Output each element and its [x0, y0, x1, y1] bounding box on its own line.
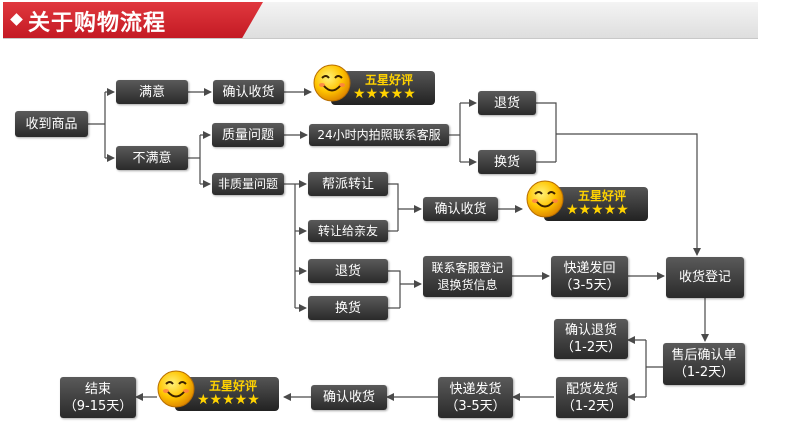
- confirm-return-line-1: 确认退货: [564, 323, 617, 338]
- express-back-line-2: （3-5天）: [559, 277, 620, 293]
- node-receive: 收到商品: [15, 111, 88, 137]
- stars-icon: ★★★★★: [197, 392, 260, 408]
- header-banner: 关于购物流程: [3, 2, 758, 39]
- express-ship-line-2: （3-5天）: [445, 398, 506, 414]
- node-transfer-friend: 转让给亲友: [308, 220, 388, 242]
- node-confirm-return: 确认退货 （1-2天）: [554, 319, 628, 359]
- five-star-badge-bottom: 五星好评 ★★★★★: [157, 370, 279, 414]
- stars-icon: ★★★★★: [566, 202, 629, 218]
- node-photo-contact: 24小时内拍照联系客服: [309, 124, 449, 146]
- node-non-quality: 非质量问题: [212, 173, 284, 195]
- node-satisfied: 满意: [116, 80, 188, 104]
- badge-label: 五星好评: [365, 73, 414, 87]
- register-line-2: 退换货信息: [437, 277, 498, 292]
- node-unsatisfied: 不满意: [116, 146, 188, 170]
- connector: [388, 270, 401, 308]
- aftersale-line-2: （1-2天）: [673, 365, 735, 380]
- node-express-back: 快递发回（3-5天）: [551, 256, 628, 297]
- node-exchange-mid: 换货: [308, 296, 388, 320]
- badge-label: 五星好评: [578, 189, 627, 203]
- connector: [536, 102, 557, 162]
- aftersale-line-1: 售后确认单: [671, 348, 737, 363]
- node-express-ship: 快递发货（3-5天）: [438, 377, 513, 418]
- connector: [388, 183, 399, 231]
- smiley-face-icon: [526, 180, 564, 218]
- node-help-transfer: 帮派转让: [308, 172, 388, 196]
- end-line-1: 结束: [84, 381, 111, 397]
- end-line-2: （9-15天）: [63, 398, 133, 414]
- dispatch-line-1: 配货发货: [565, 381, 618, 397]
- five-star-badge-top: 五星好评 ★★★★★: [313, 64, 435, 108]
- badge-label: 五星好评: [209, 379, 258, 393]
- node-return-top: 退货: [478, 91, 536, 115]
- node-aftersale-confirm: 售后确认单 （1-2天）: [663, 343, 745, 385]
- register-line-1: 联系客服登记: [431, 260, 504, 275]
- arrow: [556, 133, 701, 256]
- express-ship-line-1: 快递发货: [449, 381, 502, 397]
- confirm-return-line-2: （1-2天）: [560, 340, 622, 355]
- node-return-mid: 退货: [308, 259, 388, 283]
- node-confirm-top: 确认收货: [213, 80, 284, 104]
- node-receipt-register: 收货登记: [666, 257, 744, 298]
- stars-icon: ★★★★★: [353, 86, 416, 102]
- node-exchange-top: 换货: [478, 150, 536, 174]
- page-title: 关于购物流程: [28, 11, 167, 36]
- five-star-badge-mid: 五星好评 ★★★★★: [526, 180, 648, 224]
- banner-red-tab: [3, 2, 263, 38]
- node-register-info: 联系客服登记退换货信息: [423, 256, 512, 297]
- node-confirm-bottom: 确认收货: [311, 385, 387, 410]
- node-dispatch: 配货发货（1-2天）: [556, 377, 628, 418]
- dispatch-line-2: （1-2天）: [561, 398, 623, 414]
- node-quality-issue: 质量问题: [212, 123, 284, 147]
- smiley-face-icon: [313, 64, 351, 102]
- node-end: 结束（9-15天）: [60, 377, 136, 418]
- smiley-face-icon: [157, 370, 195, 408]
- node-confirm-mid: 确认收货: [423, 197, 498, 221]
- express-back-line-1: 快递发回: [563, 260, 616, 276]
